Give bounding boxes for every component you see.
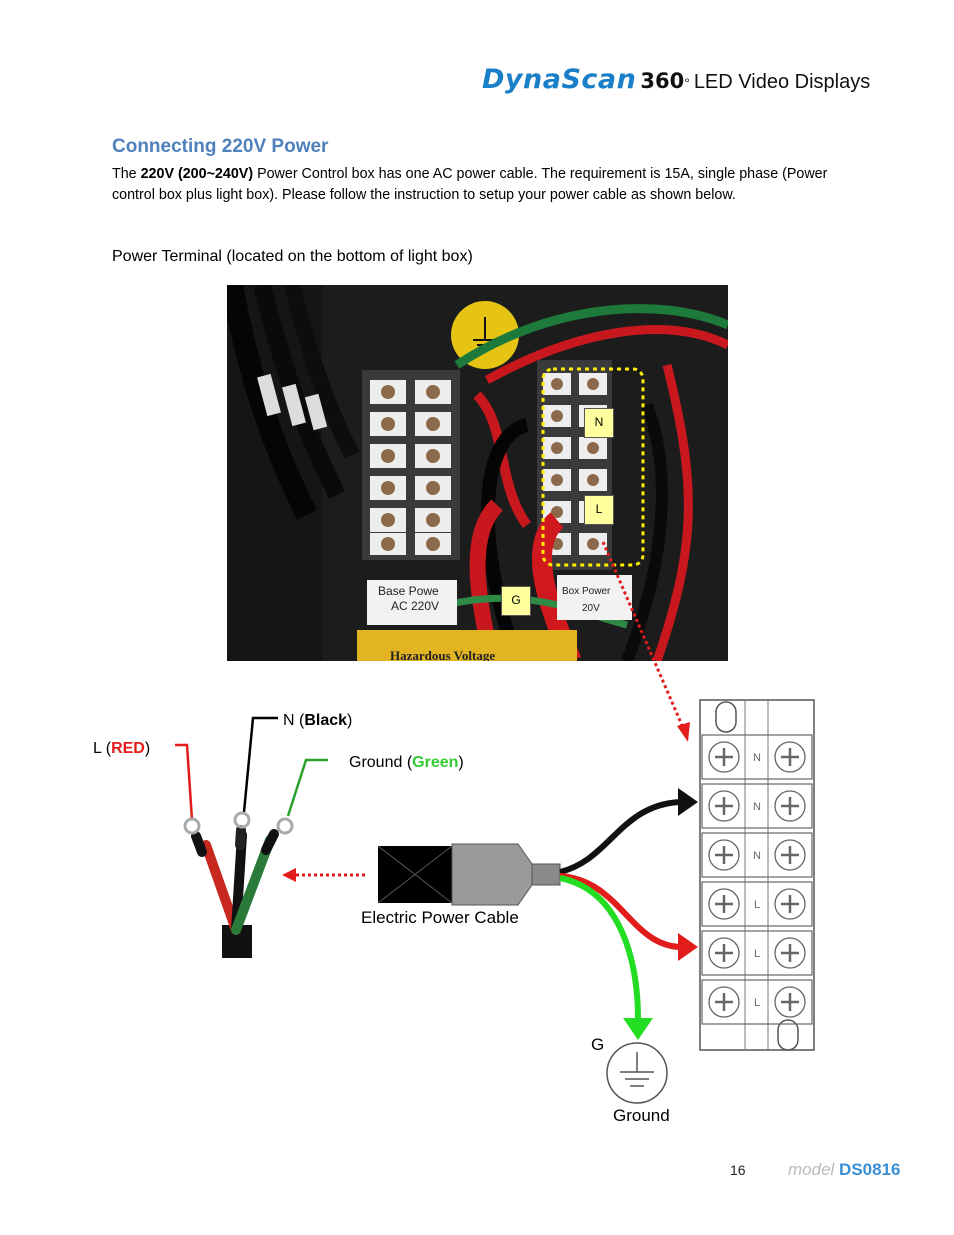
- brand-suffix: LED Video Displays: [693, 71, 871, 93]
- label-hazard: Hazardous Voltage: [390, 648, 496, 661]
- para-body: Power Control box has one AC power cable…: [112, 166, 828, 203]
- live-close: ): [144, 740, 151, 757]
- terminal-label: N: [753, 850, 761, 862]
- terminal-label: L: [754, 997, 760, 1009]
- terminal-label: L: [754, 948, 760, 960]
- tag-g: G: [501, 586, 531, 616]
- ground-close: ): [458, 754, 464, 771]
- terminal-caption: Power Terminal (located on the bottom of…: [112, 248, 473, 265]
- live-prefix: L (: [93, 740, 112, 757]
- neutral-prefix: N (: [283, 712, 305, 729]
- neutral-close: ): [347, 712, 353, 729]
- label-base-line1: Base Powe: [378, 584, 439, 598]
- label-base-power: Base Powe AC 220V: [378, 584, 439, 614]
- label-ground: Ground: [613, 1106, 670, 1125]
- page-number: 16: [730, 1162, 746, 1178]
- tag-n: N: [584, 408, 614, 438]
- terminal-photo: Base Powe AC 220V Box Power 20V Hazardou…: [227, 285, 728, 661]
- brand-logo: DynaScan: [482, 64, 637, 95]
- ground-color: Green: [412, 754, 459, 771]
- para-prefix: The: [112, 166, 141, 182]
- label-box-line1: Box Power: [562, 586, 611, 597]
- voltage-spec: 220V (200~240V): [140, 166, 254, 182]
- section-title: Connecting 220V Power: [112, 136, 329, 157]
- label-ground-letter: G: [591, 1035, 605, 1054]
- label-ground-wire: Ground (Green): [349, 754, 464, 772]
- intro-paragraph: The 220V (200~240V) Power Control box ha…: [112, 164, 842, 206]
- brand-number: 360: [640, 69, 685, 93]
- model-prefix: model: [788, 1160, 835, 1179]
- live-color: RED: [111, 740, 145, 757]
- neutral-color: Black: [304, 712, 348, 729]
- model-footer: model DS0816: [788, 1160, 900, 1180]
- photo-to-terminal-arrow: [601, 541, 686, 731]
- brand-degree: °: [684, 75, 690, 91]
- ground-prefix: Ground (: [349, 754, 413, 771]
- tag-l: L: [584, 495, 614, 525]
- model-name: DS0816: [839, 1160, 901, 1179]
- label-live-wire: L (RED): [93, 740, 150, 758]
- label-box-line2: 20V: [582, 603, 600, 614]
- terminal-label: N: [753, 752, 761, 764]
- brand-header: DynaScan 360° LED Video Displays: [482, 64, 870, 100]
- label-base-line2: AC 220V: [391, 599, 440, 613]
- terminal-label: N: [753, 801, 761, 813]
- label-box-power: Box Power 20V: [562, 583, 610, 617]
- terminal-label: L: [754, 899, 760, 911]
- label-neutral-wire: N (Black): [283, 712, 352, 730]
- label-power-cable: Electric Power Cable: [361, 908, 519, 927]
